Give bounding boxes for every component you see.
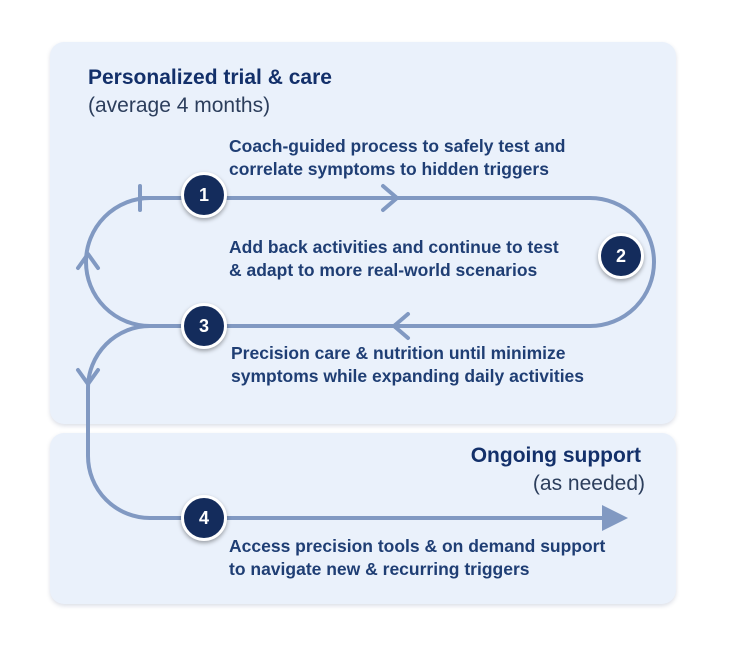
step-4-description: Access precision tools & on demand suppo… xyxy=(229,535,605,581)
step-4-line-1: Access precision tools & on demand suppo… xyxy=(229,536,606,556)
step-2-badge: 2 xyxy=(598,233,644,279)
step-1-badge: 1 xyxy=(181,172,227,218)
loop-path xyxy=(84,196,656,328)
trial-phase-subtitle: (average 4 months) xyxy=(88,94,271,117)
step-3-badge: 3 xyxy=(181,303,227,349)
ongoing-phase-subtitle: (as needed) xyxy=(532,472,645,495)
step-2-line-2: & adapt to more real-world scenarios xyxy=(229,260,538,280)
exit-path xyxy=(86,324,606,520)
step-3-line-2: symptoms while expanding daily activitie… xyxy=(231,366,585,386)
step-1-line-2: correlate symptoms to hidden triggers xyxy=(229,159,549,179)
step-3-description: Precision care & nutrition until minimiz… xyxy=(231,342,584,388)
trial-phase-title: Personalized trial & care xyxy=(88,66,332,89)
step-2-line-1: Add back activities and continue to test xyxy=(229,237,559,257)
step-4-badge: 4 xyxy=(181,495,227,541)
step-1-description: Coach-guided process to safely test and … xyxy=(229,135,565,181)
trial-phase-panel xyxy=(50,42,676,424)
arrow-end-icon xyxy=(602,505,628,531)
step-4-line-2: to navigate new & recurring triggers xyxy=(229,559,530,579)
arrow-right-icon xyxy=(381,184,399,212)
arrow-up-icon xyxy=(76,252,100,270)
step-1-line-1: Coach-guided process to safely test and xyxy=(229,136,566,156)
step-2-description: Add back activities and continue to test… xyxy=(229,236,559,282)
ongoing-phase-title: Ongoing support xyxy=(470,444,641,467)
step-3-line-1: Precision care & nutrition until minimiz… xyxy=(231,343,566,363)
arrow-down-icon xyxy=(76,368,100,386)
arrow-left-icon xyxy=(392,312,410,340)
